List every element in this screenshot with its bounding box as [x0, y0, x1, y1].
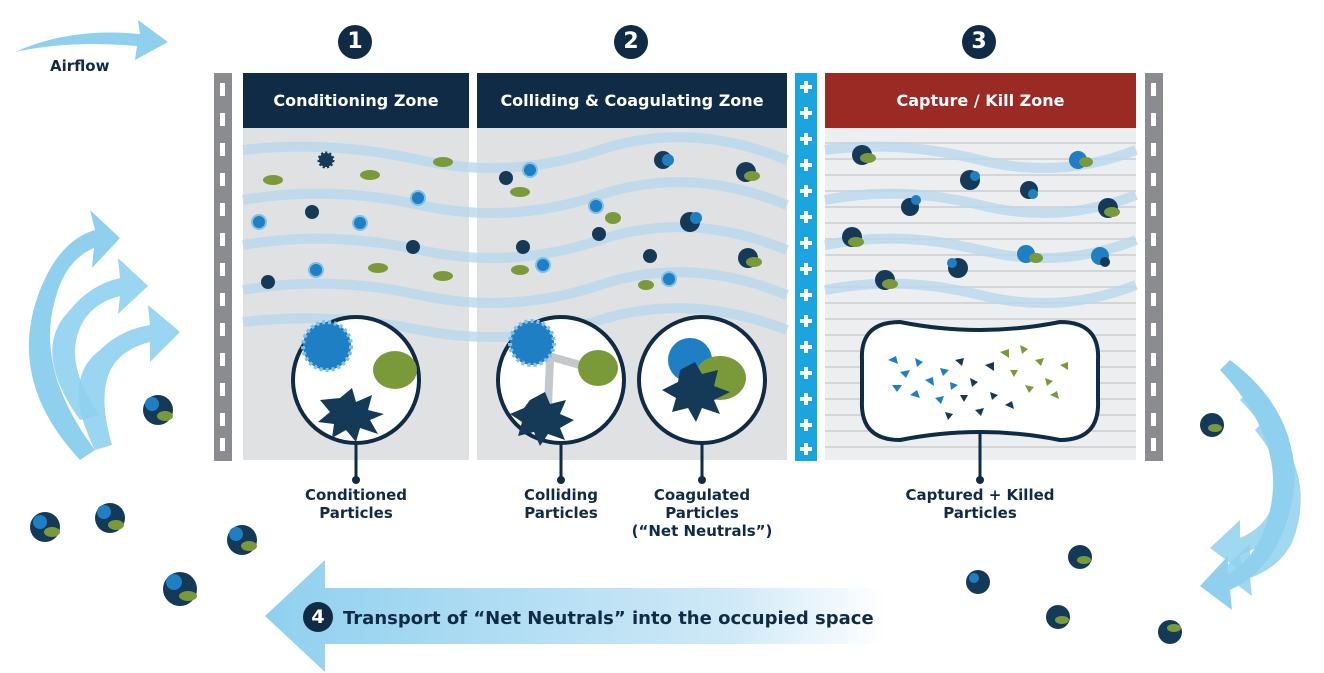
airflow-label: Airflow	[50, 57, 110, 75]
conditioning-zone-header: Conditioning Zone	[243, 73, 469, 128]
step-2-number: 2	[614, 25, 648, 59]
colliding-particles-magnifier	[496, 315, 626, 446]
return-airflow-arrows-icon	[1200, 360, 1301, 610]
coagulating-zone-header: Colliding & Coagulating Zone	[477, 73, 787, 128]
conditioned-particles-magnifier	[291, 315, 421, 445]
captured-particles-magnifier	[859, 319, 1101, 443]
transport-arrow-icon	[265, 560, 885, 672]
step-1-number: 1	[338, 25, 372, 59]
filter-frame-right	[1145, 73, 1163, 461]
plus-icons	[800, 81, 812, 455]
capture-zone-header: Capture / Kill Zone	[825, 73, 1136, 128]
step-4-number: 4	[303, 602, 333, 632]
incoming-airflow-arrows-icon	[28, 210, 180, 460]
ionizer-strip	[795, 73, 817, 461]
coagulated-particles-magnifier	[637, 315, 767, 445]
filter-frame-left	[214, 73, 232, 461]
airflow-arrow-icon	[15, 20, 168, 60]
transport-label: Transport of “Net Neutrals” into the occ…	[343, 608, 874, 629]
step-3-number: 3	[962, 25, 996, 59]
